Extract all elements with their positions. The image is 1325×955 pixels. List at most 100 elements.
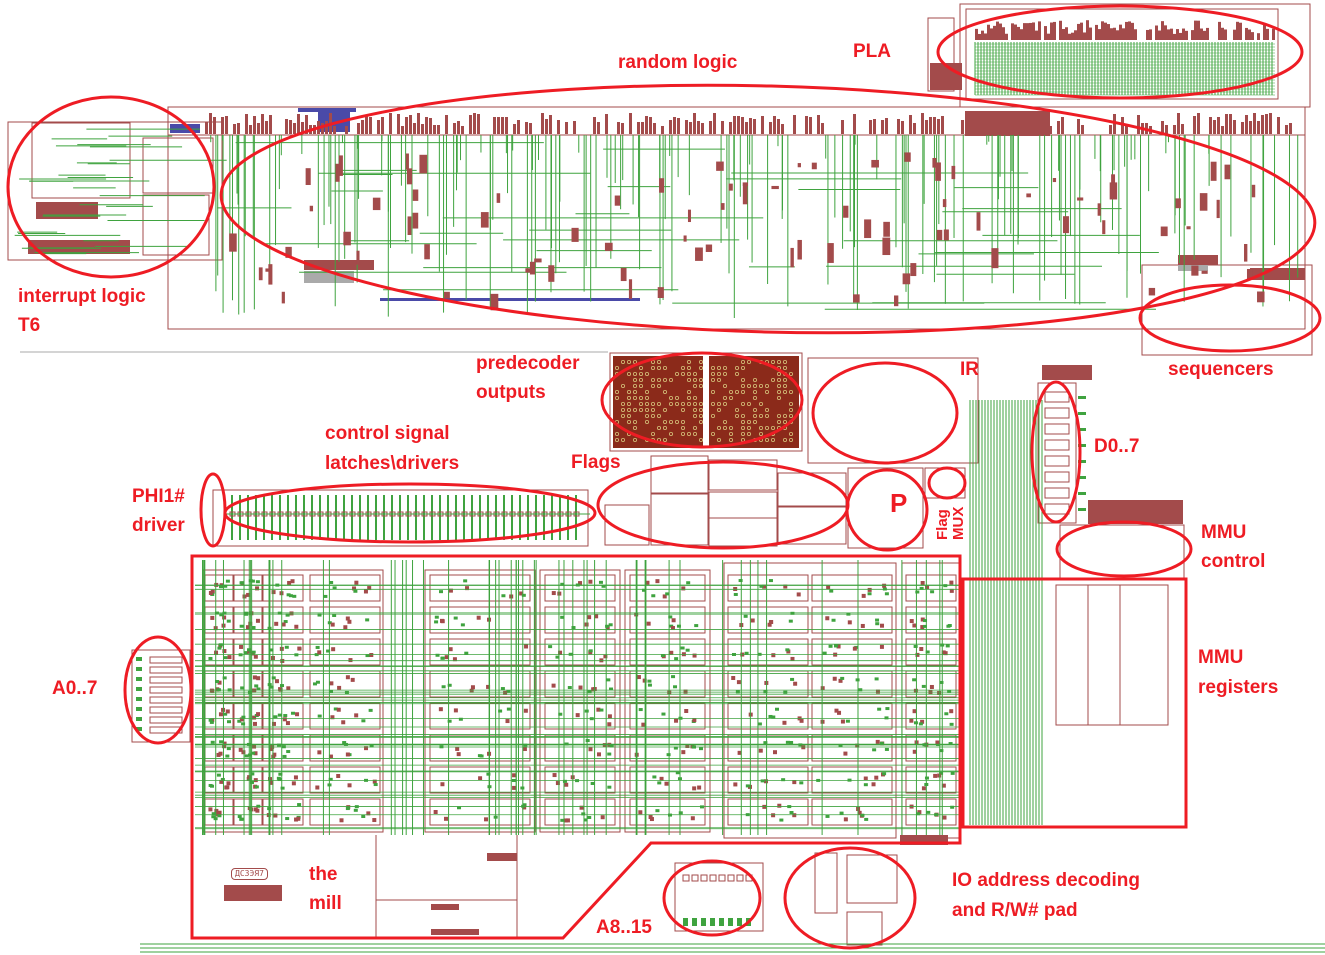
predecoder-bit xyxy=(621,401,626,406)
pla-gate xyxy=(1179,32,1182,40)
mill-transistor xyxy=(293,775,298,780)
mill-contact xyxy=(500,687,505,691)
mill-transistor xyxy=(796,592,801,597)
mill-transistor xyxy=(253,807,258,812)
mill-transistor xyxy=(762,584,767,589)
component xyxy=(932,157,937,168)
predecoder-bit xyxy=(759,413,764,418)
mill-contact xyxy=(368,708,373,712)
gate-column xyxy=(637,122,640,134)
component xyxy=(864,219,872,239)
gate-column xyxy=(413,123,416,134)
gate-column xyxy=(925,120,928,134)
mill-contact xyxy=(562,779,567,783)
mill-contact xyxy=(647,679,652,683)
mill-transistor xyxy=(512,773,517,778)
predecoder-bit xyxy=(645,395,650,400)
predecoder-bit xyxy=(663,389,668,394)
predecoder-bit xyxy=(687,401,692,406)
predecoder-bit xyxy=(687,359,692,364)
random-logic-pad-2 xyxy=(1178,255,1218,265)
predecoder-bit xyxy=(723,371,728,376)
mill-transistor xyxy=(245,625,250,630)
mill-contact xyxy=(286,593,291,597)
mill-transistor xyxy=(222,649,227,654)
component xyxy=(827,243,834,263)
predecoder-bit xyxy=(657,365,662,370)
predecoder-bit xyxy=(633,407,638,412)
mill-transistor xyxy=(942,815,947,820)
mill-cell xyxy=(629,734,706,762)
mill-cell xyxy=(629,798,706,826)
predecoder-bit xyxy=(615,431,620,436)
pla-gate xyxy=(1155,25,1158,40)
gate-column xyxy=(989,113,992,134)
label-latches-drivers: latches\drivers xyxy=(325,453,460,474)
pla-gate xyxy=(1059,20,1062,40)
mill-contact xyxy=(774,707,779,711)
mill-cell xyxy=(811,734,893,762)
mill-transistor xyxy=(519,591,524,596)
mill-transistor xyxy=(486,684,491,689)
mill-cell xyxy=(811,670,893,698)
mill-transistor xyxy=(857,810,862,815)
mill-transistor xyxy=(563,818,568,823)
mill-contact xyxy=(290,711,295,715)
predecoder-bit xyxy=(621,437,626,442)
mill-cell xyxy=(429,734,531,762)
mill-contact xyxy=(361,719,366,723)
mill-transistor xyxy=(219,779,224,784)
gate-column xyxy=(617,122,620,134)
a-bit-cell xyxy=(149,656,183,664)
pla-gate xyxy=(1071,32,1074,40)
a-bit-cell xyxy=(149,706,183,714)
component xyxy=(904,152,911,162)
mill-contact xyxy=(947,689,952,693)
mill-transistor xyxy=(337,685,342,690)
mill-transistor xyxy=(662,594,667,599)
mill-contact xyxy=(208,783,213,787)
gate-column xyxy=(345,126,348,134)
mill-contact xyxy=(317,613,322,617)
mill-transistor xyxy=(255,618,260,623)
gate-column xyxy=(1265,114,1268,134)
component xyxy=(405,153,409,170)
mill-contact xyxy=(460,623,465,627)
mill-transistor xyxy=(912,623,917,628)
mill-contact xyxy=(332,613,337,617)
gate-column xyxy=(597,122,600,134)
mill-contact xyxy=(872,748,877,752)
predecoder-bit xyxy=(753,383,758,388)
mill-transistor xyxy=(937,690,942,695)
pla-gate xyxy=(1248,29,1251,40)
mill-contact xyxy=(225,754,230,758)
predecoder-bit xyxy=(723,395,728,400)
mill-contact xyxy=(655,809,660,813)
predecoder-bit xyxy=(699,365,704,370)
pla-gate xyxy=(996,21,999,40)
mill-contact xyxy=(218,585,223,589)
gate-column xyxy=(333,126,336,134)
mill-transistor xyxy=(638,810,643,815)
mill-contact xyxy=(365,654,370,658)
d-bit-cell xyxy=(1044,503,1070,515)
predecoder-bit xyxy=(735,365,740,370)
mill-contact xyxy=(785,740,790,744)
p-bottom-block xyxy=(900,835,948,845)
pla-gate xyxy=(1005,33,1008,40)
gate-column xyxy=(817,115,820,134)
gate-column xyxy=(305,115,308,134)
mill-contact xyxy=(606,678,611,682)
mill-transistor xyxy=(278,687,283,692)
mill-contact xyxy=(269,685,274,689)
mill-contact xyxy=(250,772,255,776)
mill-contact xyxy=(609,744,614,748)
mill-transistor xyxy=(294,817,299,822)
mill-transistor xyxy=(871,782,876,787)
flags-frame-2 xyxy=(650,492,709,546)
d-bit-pad xyxy=(1078,476,1086,479)
component xyxy=(412,212,419,229)
mill-transistor xyxy=(786,649,791,654)
gate-column xyxy=(1009,120,1012,134)
